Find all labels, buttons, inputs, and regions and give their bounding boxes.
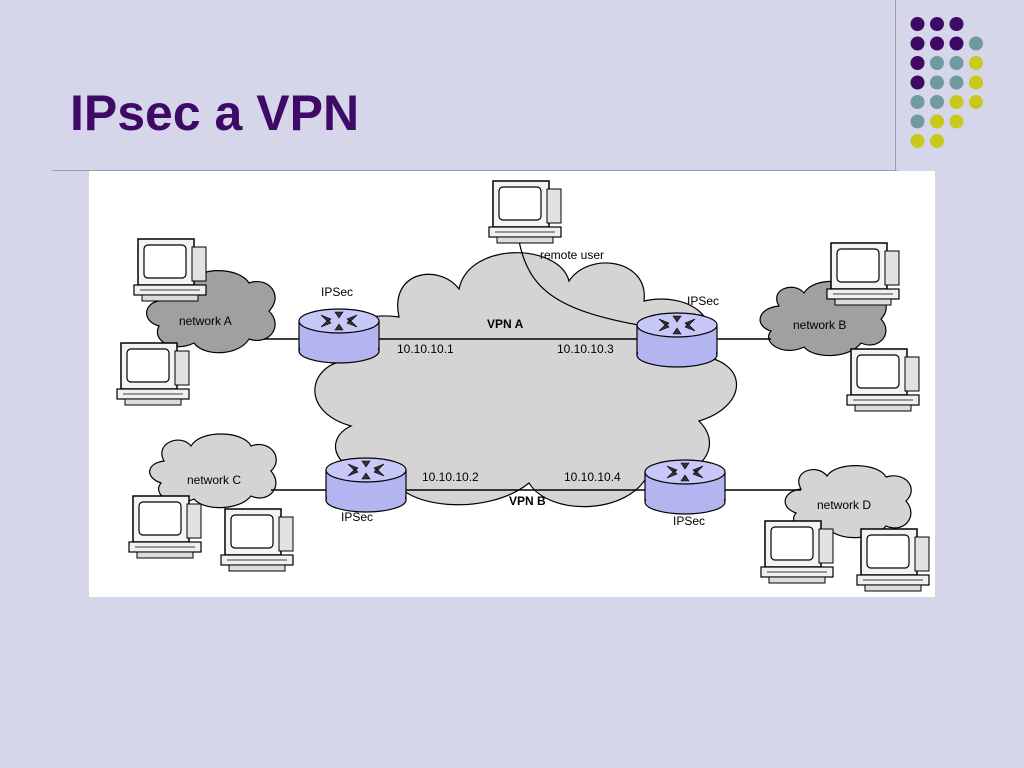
decorative-dot [969,36,983,51]
ipsec-gateway-2 [325,457,407,513]
gateway-4-ip: 10.10.10.4 [564,470,621,484]
decorative-dot [930,36,944,51]
decorative-dot [910,56,925,70]
ipsec-gateway-1 [298,308,380,364]
network-b-label: network B [793,318,846,332]
title-vertical-divider [895,0,896,170]
decorative-dot [930,134,944,148]
network-links [264,338,801,491]
decorative-dot [930,56,944,70]
decorative-dot [930,17,944,31]
vpn-diagram: remote user network A network B network … [89,171,935,597]
network-a-label: network A [179,314,232,328]
ipsec-gateway-3 [636,312,718,368]
decorative-dot [910,75,925,90]
decorative-dot [930,75,944,90]
decorative-dot [969,56,983,70]
decorative-dot [910,95,925,109]
gateway-2-label: IPSec [341,510,373,524]
decorative-dot [949,36,964,51]
decorative-dot [910,114,925,129]
decorative-dot [949,56,964,70]
decorative-dot [910,17,925,31]
gateway-1-ip: 10.10.10.1 [397,342,454,356]
computer-icon [116,342,190,406]
computer-icon [128,495,202,559]
gateway-1-label: IPSec [321,285,353,299]
computer-icon [846,348,920,412]
computer-icon [760,520,834,584]
gateway-4-label: IPSec [673,514,705,528]
network-c-label: network C [187,473,241,487]
remote-user-computer-icon [488,180,562,244]
vpn-b-label: VPN B [509,494,546,508]
network-d-label: network D [817,498,871,512]
computer-icon [133,238,207,302]
computer-icon [856,528,930,592]
decorative-dot [910,134,925,148]
decorative-dot [910,36,925,51]
decorative-dot [930,114,944,129]
network-d-cloud [784,465,912,539]
decorative-dot [969,75,983,90]
network-c-cloud [149,433,277,509]
vpn-a-label: VPN A [487,317,524,331]
remote-user-label: remote user [540,248,604,262]
gateway-3-ip: 10.10.10.3 [557,342,614,356]
decorative-dot [949,95,964,109]
decorative-dot [949,114,964,129]
decorative-dot [949,75,964,90]
ipsec-gateway-4 [644,459,726,515]
decorative-dot [949,17,964,31]
title-divider [52,170,897,171]
gateway-2-ip: 10.10.10.2 [422,470,479,484]
gateway-3-label: IPSec [687,294,719,308]
computer-icon [826,242,900,306]
decorative-dot [969,95,983,109]
slide-title: IPsec a VPN [70,85,360,141]
remote-user-link [518,240,645,327]
decorative-dot [930,95,944,109]
computer-icon [220,508,294,572]
